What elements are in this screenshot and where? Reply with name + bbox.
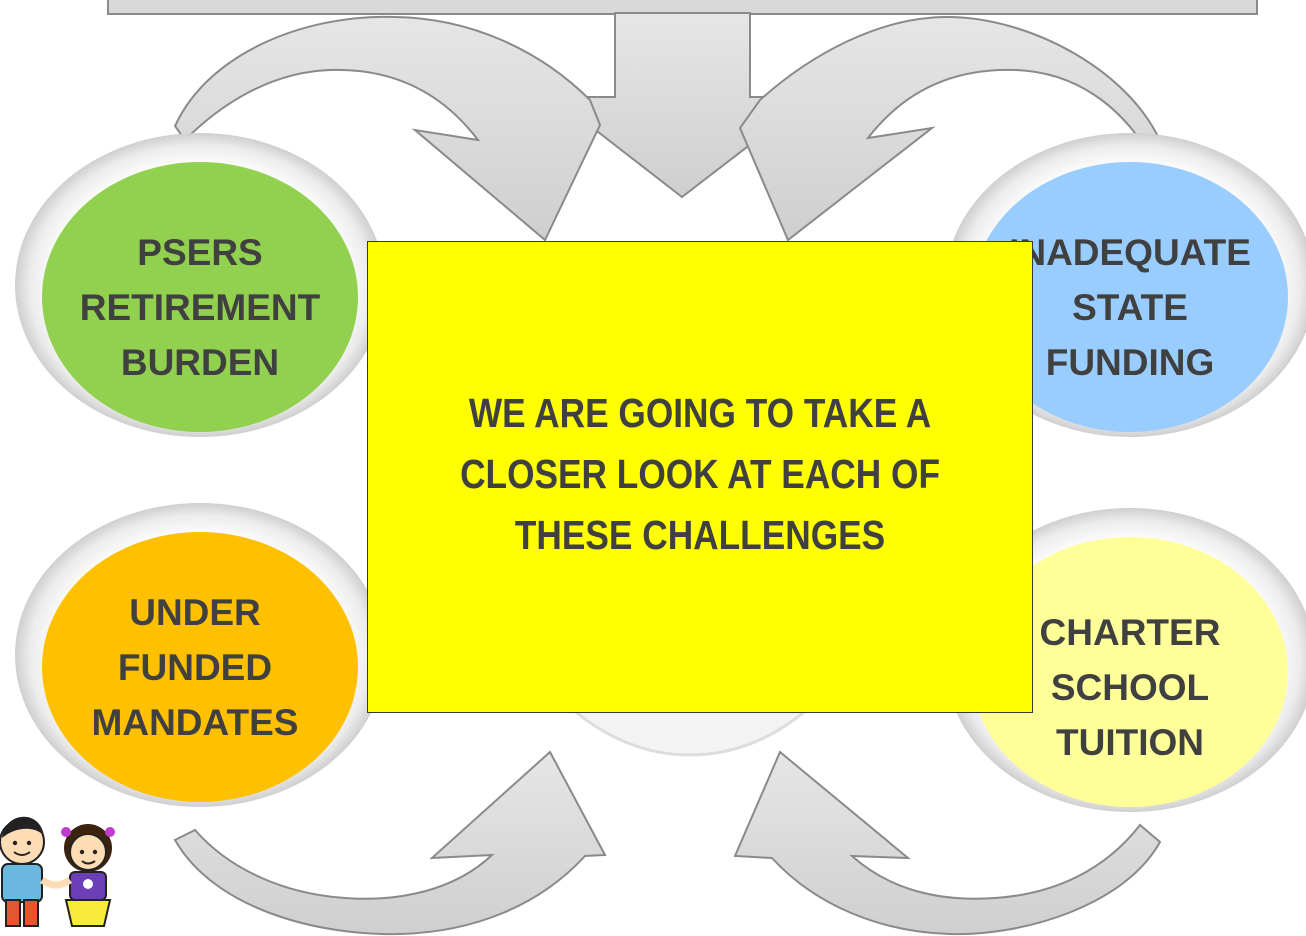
label-state-funding: INADEQUATE STATE FUNDING [972,225,1288,390]
callout-line-1: WE ARE GOING TO TAKE A [468,389,932,436]
bubble-state-funding [972,162,1288,432]
label-retirement-line-1: PSERS [137,232,263,273]
label-mandates: UNDER FUNDED MANDATES [37,585,353,750]
label-charter: CHARTER SCHOOL TUITION [972,605,1288,770]
label-retirement: PSERS RETIREMENT BURDEN [42,225,358,390]
bubble-mandates [42,532,358,802]
label-mandates-line-2: FUNDED [117,647,273,688]
curved-arrow-top-right [738,15,1164,242]
curved-arrow-top-left [173,15,602,242]
down-arrow [550,12,815,199]
bubble-charter [972,537,1288,807]
callout-box: WE ARE GOING TO TAKE A CLOSER LOOK AT EA… [367,241,1033,713]
label-charter-line-2: SCHOOL [1050,667,1210,708]
top-banner-fill [109,0,1256,13]
curved-arrow-bottom-left [173,750,607,936]
label-state-funding-line-1: INADEQUATE [1009,232,1251,273]
callout-line-3: THESE CHALLENGES [514,511,886,558]
label-state-funding-line-3: FUNDING [1045,342,1215,383]
label-charter-line-3: TUITION [1056,722,1204,763]
children-holding-hands-icon [0,816,115,927]
curved-arrow-bottom-right [733,750,1162,936]
label-retirement-line-3: BURDEN [120,342,280,383]
label-mandates-line-3: MANDATES [91,702,299,743]
label-charter-line-1: CHARTER [1039,612,1221,653]
callout-line-2: CLOSER LOOK AT EACH OF [460,450,940,497]
label-state-funding-line-2: STATE [1072,287,1188,328]
callout-text: WE ARE GOING TO TAKE A CLOSER LOOK AT EA… [460,383,940,566]
bubble-retirement [42,162,358,432]
label-retirement-line-2: RETIREMENT [79,287,321,328]
label-mandates-line-1: UNDER [129,592,261,633]
